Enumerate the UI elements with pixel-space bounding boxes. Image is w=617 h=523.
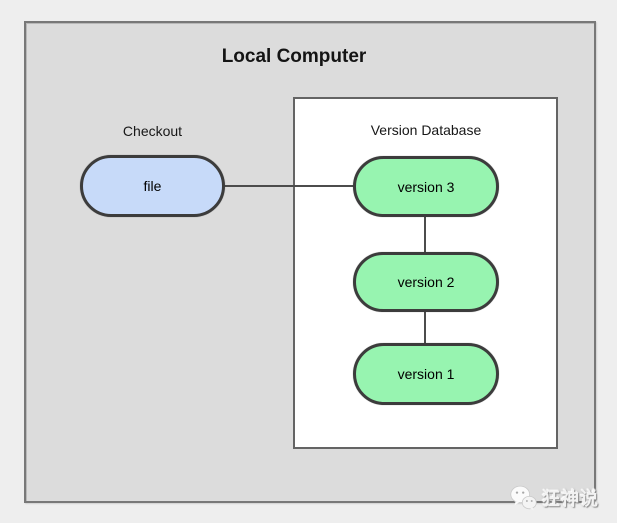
file-node-label: file [143, 178, 162, 194]
version-1-node: version 1 [353, 343, 499, 405]
watermark-text: 狂神说 [542, 489, 599, 509]
version-database-label: Version Database [370, 122, 482, 138]
version-2-node: version 2 [353, 252, 499, 312]
checkout-label: Checkout [122, 123, 183, 139]
connector-version2-to-version1 [424, 310, 426, 345]
connector-file-to-version3 [224, 185, 354, 187]
version-2-label: version 2 [397, 274, 455, 290]
version-3-node: version 3 [353, 156, 499, 217]
wechat-icon [510, 485, 537, 511]
connector-version3-to-version2 [424, 215, 426, 254]
version-1-label: version 1 [397, 366, 455, 382]
local-computer-title: Local Computer [221, 46, 367, 67]
watermark: 狂神说 [510, 485, 599, 511]
version-3-label: version 3 [397, 178, 455, 195]
file-node: file [80, 155, 225, 217]
